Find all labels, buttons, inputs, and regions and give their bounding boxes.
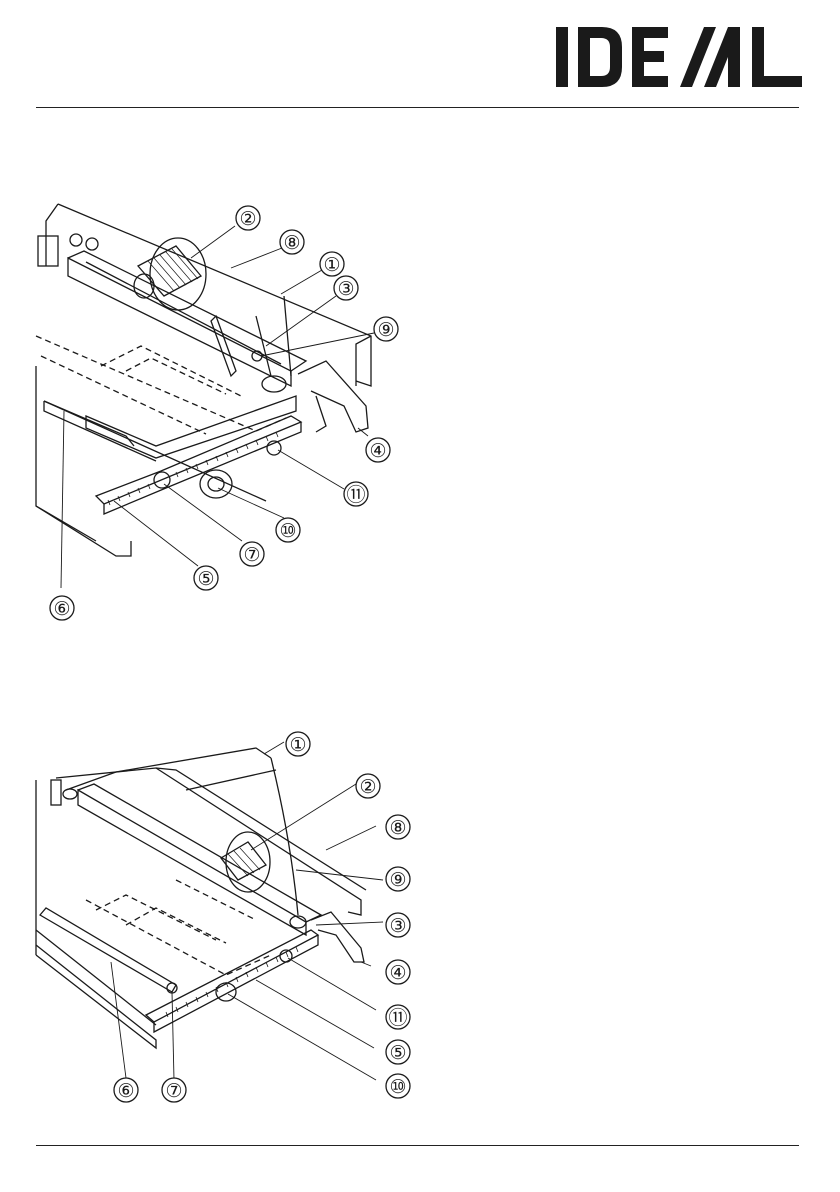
svg-text:⑤: ⑤	[197, 569, 214, 590]
svg-text:②: ②	[239, 209, 256, 230]
callout-1: ①	[286, 732, 310, 756]
svg-text:③: ③	[389, 916, 406, 937]
svg-text:⑥: ⑥	[53, 599, 70, 620]
machine-illustration-bottom: ① ② ⑧ ⑨ ③ ④ ⑪ ⑤	[26, 730, 426, 1105]
callout-6: ⑥	[114, 1078, 138, 1102]
callout-1: ①	[320, 252, 344, 276]
machine-illustration-top: ② ⑧ ① ③ ⑨ ④ ⑪ ⑩	[26, 196, 426, 626]
callout-2: ②	[356, 774, 380, 798]
svg-text:⑧: ⑧	[283, 233, 300, 254]
svg-text:⑦: ⑦	[165, 1081, 182, 1102]
svg-text:④: ④	[389, 963, 406, 984]
callout-4: ④	[366, 438, 390, 462]
callout-11: ⑪	[344, 482, 368, 506]
callout-2: ②	[236, 206, 260, 230]
svg-text:⑧: ⑧	[389, 818, 406, 839]
callout-3: ③	[386, 913, 410, 937]
callout-4: ④	[386, 960, 410, 984]
callout-7: ⑦	[162, 1078, 186, 1102]
callout-5: ⑤	[386, 1040, 410, 1064]
svg-text:③: ③	[337, 279, 354, 300]
svg-text:⑨: ⑨	[377, 320, 394, 341]
svg-text:⑦: ⑦	[243, 545, 260, 566]
callout-7: ⑦	[240, 542, 264, 566]
callout-9: ⑨	[374, 317, 398, 341]
callout-5: ⑤	[194, 566, 218, 590]
svg-text:⑥: ⑥	[117, 1081, 134, 1102]
ideal-logo-icon	[556, 27, 802, 87]
callout-8: ⑧	[386, 815, 410, 839]
svg-text:⑩: ⑩	[279, 521, 296, 542]
svg-text:①: ①	[323, 255, 340, 276]
callout-11: ⑪	[386, 1005, 410, 1029]
callout-10: ⑩	[276, 518, 300, 542]
callout-3: ③	[334, 276, 358, 300]
svg-text:⑤: ⑤	[389, 1043, 406, 1064]
svg-text:①: ①	[289, 735, 306, 756]
callout-9: ⑨	[386, 867, 410, 891]
header-rule	[36, 107, 799, 108]
svg-text:⑩: ⑩	[389, 1077, 406, 1098]
svg-text:②: ②	[359, 777, 376, 798]
svg-text:④: ④	[369, 441, 386, 462]
footer-rule	[36, 1145, 799, 1146]
svg-text:⑨: ⑨	[389, 870, 406, 891]
svg-text:⑪: ⑪	[388, 1007, 407, 1029]
svg-text:⑪: ⑪	[346, 484, 365, 506]
callout-10: ⑩	[386, 1074, 410, 1098]
callout-6: ⑥	[50, 596, 74, 620]
callout-8: ⑧	[280, 230, 304, 254]
